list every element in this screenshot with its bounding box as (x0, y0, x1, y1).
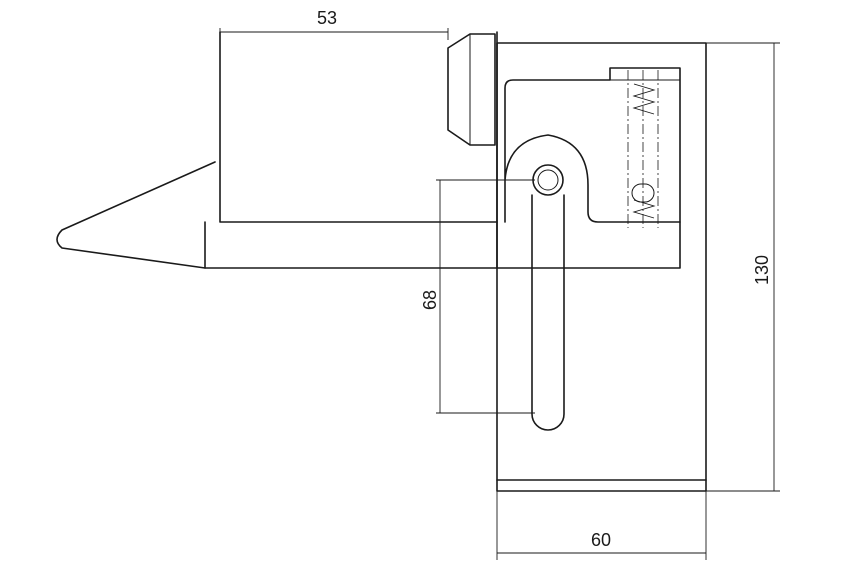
pin-slot (531, 194, 565, 431)
dimension-overall-height-label: 130 (752, 255, 772, 285)
dimension-top-width: 53 (219, 8, 449, 40)
spring-assembly (627, 70, 659, 228)
mounting-plate (496, 42, 707, 492)
dimension-pin-height-label: 68 (420, 290, 440, 310)
catch-bracket (496, 67, 681, 269)
pivot-pin (532, 164, 564, 196)
dimension-base-width: 60 (496, 491, 707, 560)
dimension-overall-height: 130 (706, 42, 780, 492)
dimension-base-width-label: 60 (591, 530, 611, 550)
lever-body (56, 31, 498, 269)
dimension-top-width-label: 53 (317, 8, 337, 28)
dimension-pin-height: 68 (420, 179, 535, 414)
locking-block (447, 33, 496, 146)
